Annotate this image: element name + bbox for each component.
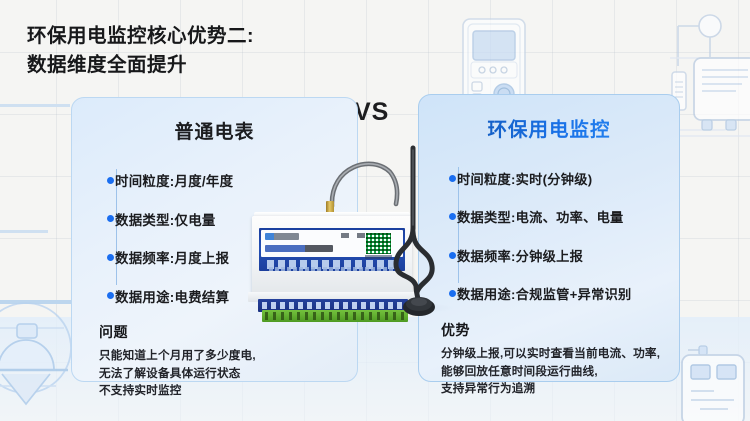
card-title-right: 环保用电监控 (419, 113, 679, 142)
note-body-left: 只能知道上个月用了多少度电, 无法了解设备具体运行状态 不支持实时监控 (99, 349, 256, 397)
device-label-white-area (261, 230, 403, 259)
background-strip-lower (0, 230, 48, 233)
bullet-list-left: 时间粒度:月度/年度 数据类型:仅电量 数据频率:月度上报 数据用途:电费结算 (72, 161, 357, 315)
device-terminal-block-green (262, 310, 408, 322)
device-terminal-strip-blue (258, 299, 408, 312)
bullet-list-right: 时间粒度:实时(分钟级) 数据类型:电流、功率、电量 数据频率:分钟级上报 数据… (419, 159, 679, 313)
device-label-plate (259, 228, 405, 271)
note-title-left: 问题 (99, 324, 128, 340)
device-model-text (265, 245, 333, 252)
page-title-line-2: 数据维度全面提升 (27, 54, 188, 76)
device-body (252, 216, 412, 296)
device-company-name-cn (267, 260, 395, 269)
vs-label: VS (354, 98, 390, 126)
list-item: 数据频率:分钟级上报 (448, 236, 679, 275)
note-body-right: 分钟级上报,可以实时查看当前电流、功率, 能够回放任意时间段运行曲线, 支持异常… (441, 347, 661, 395)
device-skirt (248, 292, 416, 302)
status-led-labels (341, 233, 387, 238)
coax-cable-icon (312, 150, 404, 217)
qr-serial-text (365, 255, 392, 259)
list-item: 数据用途:合规监管+异常识别 (448, 275, 679, 314)
bullet-dot-icon (448, 290, 456, 298)
bullet-dot-icon (448, 213, 456, 221)
page-title: 环保用电监控核心优势二: 数据维度全面提升 (27, 22, 254, 80)
bullet-dot-icon (448, 251, 456, 259)
list-item: 数据用途:电费结算 (106, 277, 357, 316)
background-strip-upper (0, 104, 70, 107)
list-item: 数据类型:电流、功率、电量 (448, 198, 679, 237)
note-title-right: 优势 (441, 322, 470, 338)
bullet-dot-icon (106, 215, 114, 223)
bullet-dot-icon (448, 174, 456, 182)
list-item-label: 数据用途:电费结算 (115, 289, 230, 305)
comparison-card-env-monitoring: 环保用电监控 时间粒度:实时(分钟级) 数据类型:电流、功率、电量 数据频率:分… (418, 94, 680, 395)
list-item-label: 数据频率:分钟级上报 (457, 248, 584, 264)
panel-outline-icon (680, 340, 750, 421)
page-title-line-1: 环保用电监控核心优势二: (27, 25, 254, 47)
card-title-left: 普通电表 (174, 122, 255, 143)
device-top-lip (254, 212, 410, 219)
gauge-outline-icon (0, 300, 96, 420)
bullet-spine-left (115, 169, 118, 285)
brand-logo-icon (265, 233, 299, 240)
device-company-name-en (269, 267, 393, 271)
list-item-label: 数据类型:仅电量 (115, 212, 216, 228)
bullet-dot-icon (106, 176, 114, 184)
bullet-spine-right (457, 167, 460, 283)
qr-code-icon (365, 232, 392, 255)
bullet-dot-icon (106, 292, 114, 300)
list-item-label: 时间粒度:实时(分钟级) (457, 171, 593, 187)
list-item-label: 数据类型:电流、功率、电量 (457, 210, 624, 226)
control-cabinet-outline-icon (670, 14, 750, 142)
list-item: 时间粒度:实时(分钟级) (448, 159, 679, 198)
list-item-label: 数据用途:合规监管+异常识别 (457, 287, 632, 303)
bullet-dot-icon (106, 253, 114, 261)
list-item: 数据类型:仅电量 (106, 200, 357, 239)
power-monitoring-terminal-icon (248, 145, 442, 322)
list-item-label: 时间粒度:月度/年度 (115, 174, 234, 190)
list-item: 数据频率:月度上报 (106, 238, 357, 277)
sma-connector-icon (326, 201, 334, 218)
list-item-label: 数据频率:月度上报 (115, 251, 230, 267)
antenna-icon (390, 144, 446, 325)
list-item: 时间粒度:月度/年度 (106, 161, 357, 200)
